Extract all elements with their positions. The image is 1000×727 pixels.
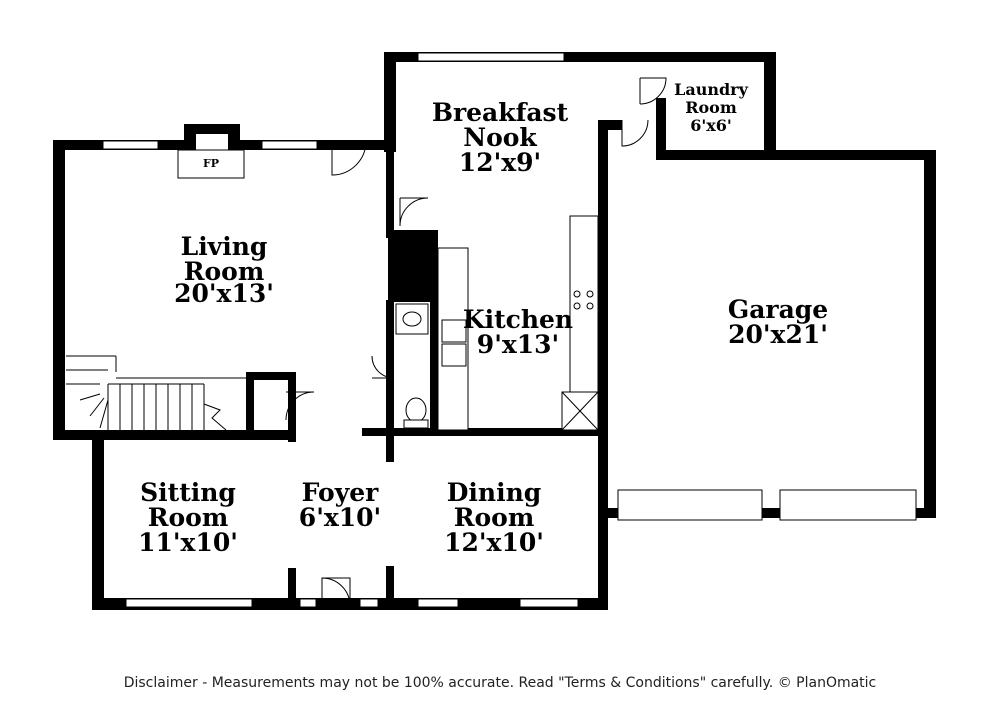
burner	[573, 302, 581, 310]
dining-room-name-2: Room	[454, 503, 535, 532]
burner	[586, 290, 594, 298]
foyer-size: 6'x10'	[299, 503, 381, 532]
laundry-room-name-1: Laundry	[674, 80, 749, 99]
fixtures	[66, 149, 599, 431]
breakfast-nook-name-1: Breakfast	[432, 98, 569, 127]
sitting-room-size: 11'x10'	[138, 528, 238, 557]
sink-basin-2	[441, 343, 467, 367]
garage-size: 20'x21'	[728, 320, 828, 349]
bath-sink	[395, 303, 429, 335]
disclaimer-text: Disclaimer - Measurements may not be 100…	[123, 675, 877, 691]
dining-room-size: 12'x10'	[444, 528, 544, 557]
burner	[573, 290, 581, 298]
doors	[285, 77, 667, 608]
living-room-size: 20'x13'	[174, 279, 274, 308]
garage-name: Garage	[728, 295, 828, 324]
living-room-name-2: Room	[184, 257, 265, 286]
laundry-room-size: 6'x6'	[690, 116, 732, 135]
laundry-room-name-2: Room	[685, 98, 737, 117]
burner	[586, 302, 594, 310]
staircase	[66, 355, 246, 431]
interior-walls	[246, 150, 602, 604]
kitchen-name: Kitchen	[463, 305, 573, 334]
fireplace-hearth	[177, 149, 245, 179]
room-labels: FP Breakfast Nook 12'x9' Laundry Room 6'…	[138, 80, 828, 557]
foyer-name: Foyer	[302, 478, 379, 507]
living-room-name-1: Living	[181, 232, 268, 261]
breakfast-nook-size: 12'x9'	[459, 148, 541, 177]
dining-room-name-1: Dining	[447, 478, 542, 507]
sitting-room-name-2: Room	[148, 503, 229, 532]
fireplace-label: FP	[203, 157, 219, 170]
toilet	[405, 397, 427, 423]
kitchen-size: 9'x13'	[477, 330, 559, 359]
sink-basin-1	[441, 319, 467, 343]
windows	[102, 52, 917, 608]
sitting-room-name-1: Sitting	[140, 478, 236, 507]
breakfast-nook-name-2: Nook	[463, 123, 537, 152]
